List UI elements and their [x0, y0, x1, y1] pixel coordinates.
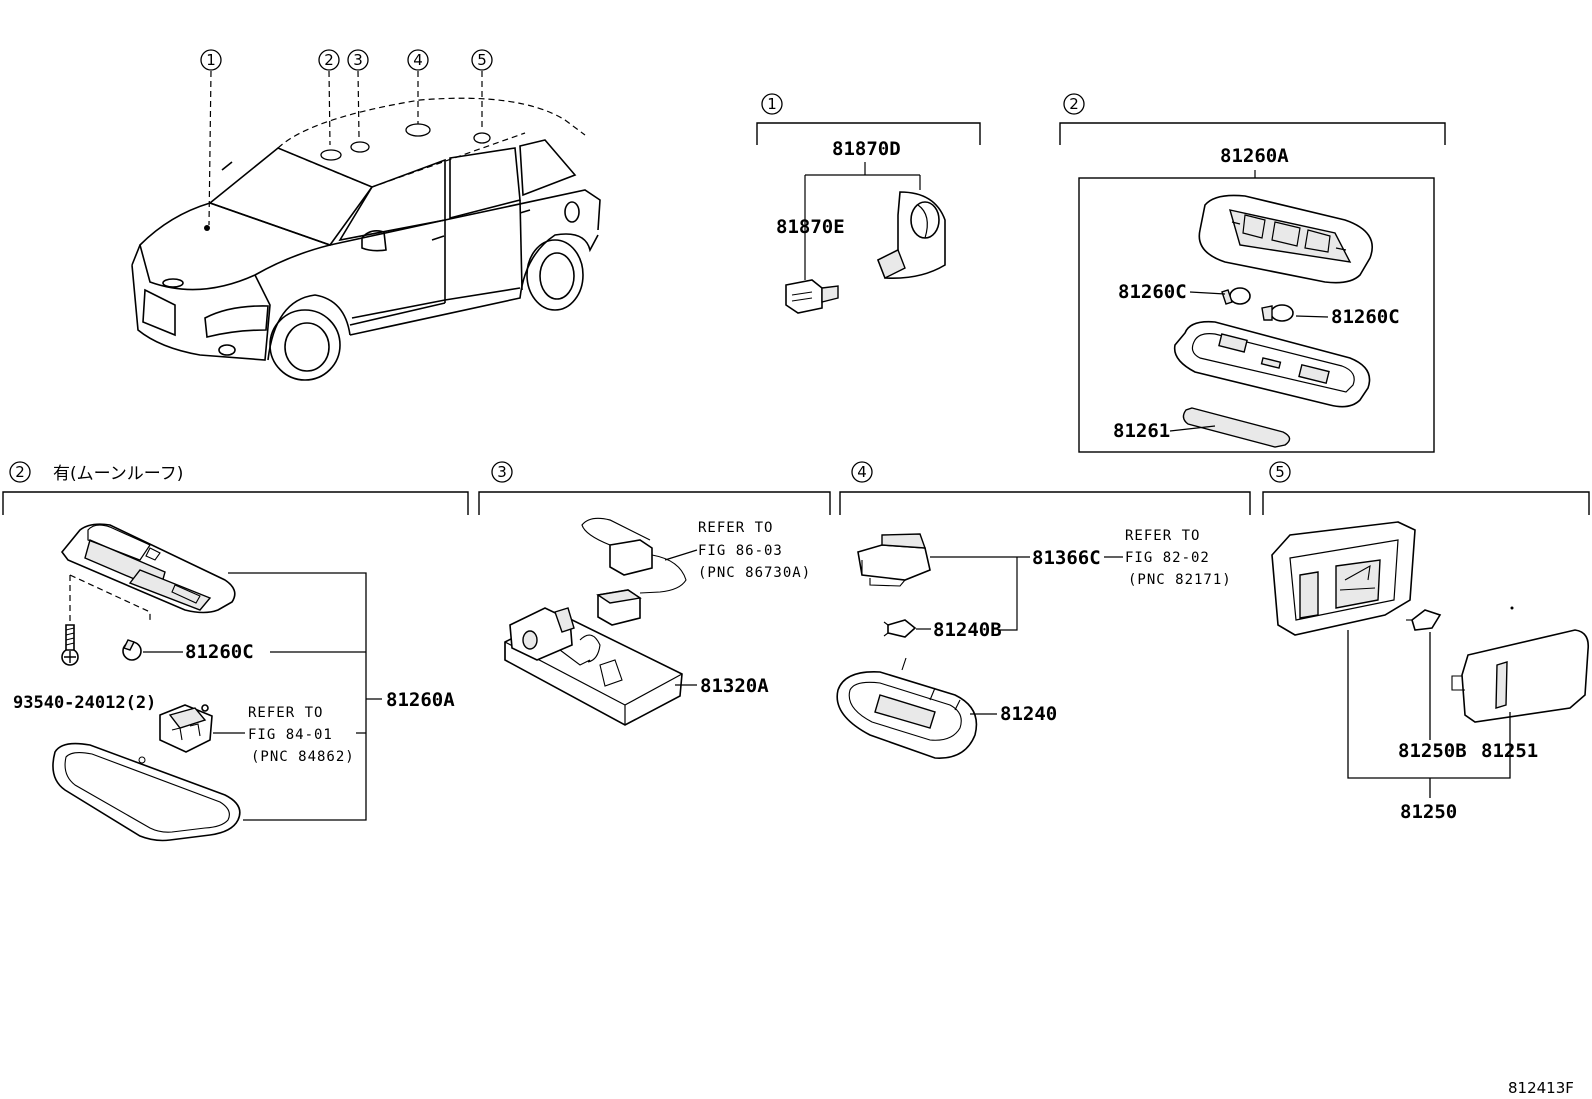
part-81260C-moonroof-label: 81260C	[185, 641, 254, 663]
lens-81261-part	[1182, 407, 1291, 448]
lamp-housing-part	[876, 191, 946, 280]
part-81250B-label: 81250B	[1398, 740, 1467, 762]
ref-86-03-line1: REFER TO	[698, 520, 773, 536]
section-2-number: 2	[1069, 95, 1079, 113]
ref-82-02-line2: FIG 82-02	[1125, 550, 1210, 566]
part-81251-label: 81251	[1481, 740, 1538, 762]
section-4: 4 81366C REFER TO FIG 82-02 (PNC 82171) …	[836, 461, 1251, 759]
ref-86-03-line3: (PNC 86730A)	[698, 565, 811, 581]
section-4-number: 4	[857, 463, 867, 481]
bulb-left-part	[1221, 287, 1251, 305]
part-81260A-moonroof-label: 81260A	[386, 689, 455, 711]
part-81260C-left-label: 81260C	[1118, 281, 1187, 303]
roof-lamp-2	[320, 149, 342, 161]
roof-lamp-4	[405, 123, 431, 137]
part-81870D-label: 81870D	[832, 138, 901, 160]
bulb-81250B-part	[1406, 609, 1442, 631]
svg-text:3: 3	[353, 51, 363, 69]
section-2m-title: 有(ムーンルーフ)	[53, 464, 183, 484]
wire-connector-lower-part	[596, 589, 642, 626]
section-2: 2 81260A 81260C 81260C	[1059, 93, 1446, 453]
svg-text:1: 1	[206, 51, 216, 69]
lamp-81320A-part	[504, 607, 683, 726]
car-body	[131, 139, 601, 381]
overview-callout-2: 2	[318, 49, 340, 146]
lamp-cover-frame-part	[1173, 320, 1371, 408]
roof-lamp-3	[350, 141, 370, 153]
switch-connector-part	[159, 704, 213, 753]
ref-82-02-line3: (PNC 82171)	[1128, 572, 1232, 588]
vehicle-overview: 1 2 3 4 5	[131, 49, 601, 381]
dome-lamp-assembly-part	[1198, 194, 1373, 284]
part-81320A-label: 81320A	[700, 675, 769, 697]
ref-84-01-line2: FIG 84-01	[248, 727, 333, 743]
plug-connector-part	[785, 279, 839, 314]
part-81261-label: 81261	[1113, 420, 1170, 442]
svg-text:5: 5	[477, 51, 487, 69]
vanity-lamp-housing-part	[1271, 521, 1416, 636]
socket-81366C-part	[857, 533, 931, 587]
ref-86-03-line2: FIG 86-03	[698, 543, 783, 559]
overview-callout-1: 1	[200, 49, 222, 226]
part-81870E-label: 81870E	[776, 216, 845, 238]
part-81240B-label: 81240B	[933, 619, 1002, 641]
bulb-81240B-part	[883, 619, 917, 638]
moonroof-console-part	[60, 523, 236, 614]
bulb-right-part	[1261, 304, 1294, 322]
section-2m-number: 2	[15, 463, 25, 481]
figure-code: 812413F	[1508, 1079, 1574, 1097]
part-81240-label: 81240	[1000, 703, 1057, 725]
overview-callout-4: 4	[407, 49, 429, 124]
section-5: 5 81250B 81251 81250	[1262, 461, 1590, 823]
screw-part	[61, 624, 79, 666]
part-81260A-label: 81260A	[1220, 145, 1289, 167]
section-2-moonroof: 2 有(ムーンルーフ) 93540-24012(2) 81260C	[2, 461, 469, 842]
overview-callout-5: 5	[471, 49, 493, 128]
section-5-number: 5	[1275, 463, 1285, 481]
svg-text:4: 4	[413, 51, 423, 69]
ref-82-02-line1: REFER TO	[1125, 528, 1200, 544]
part-81260C-right-label: 81260C	[1331, 306, 1400, 328]
part-81250-label: 81250	[1400, 801, 1457, 823]
section-1: 1 81870D 81870E	[756, 93, 981, 314]
lens-81251-part	[1451, 629, 1590, 723]
front-lamp-dot	[204, 225, 210, 231]
section-3: 3 REFER TO FIG 86-03 (PNC 86730A) 81320A	[478, 461, 831, 726]
part-81366C-label: 81366C	[1032, 547, 1101, 569]
overview-callout-3: 3	[347, 49, 369, 138]
ref-84-01-line1: REFER TO	[248, 705, 323, 721]
moonroof-frame-part	[52, 742, 241, 842]
roof-outline	[277, 97, 586, 188]
section-1-number: 1	[767, 95, 777, 113]
svg-text:2: 2	[324, 51, 334, 69]
moonroof-bulb-part	[122, 639, 142, 661]
roof-lamp-5	[473, 132, 491, 144]
part-93540-label: 93540-24012(2)	[13, 693, 156, 713]
section-3-number: 3	[497, 463, 507, 481]
ref-84-01-line3: (PNC 84862)	[251, 749, 355, 765]
lamp-81240-part	[836, 657, 978, 759]
wire-connector-upper-part	[581, 517, 687, 594]
